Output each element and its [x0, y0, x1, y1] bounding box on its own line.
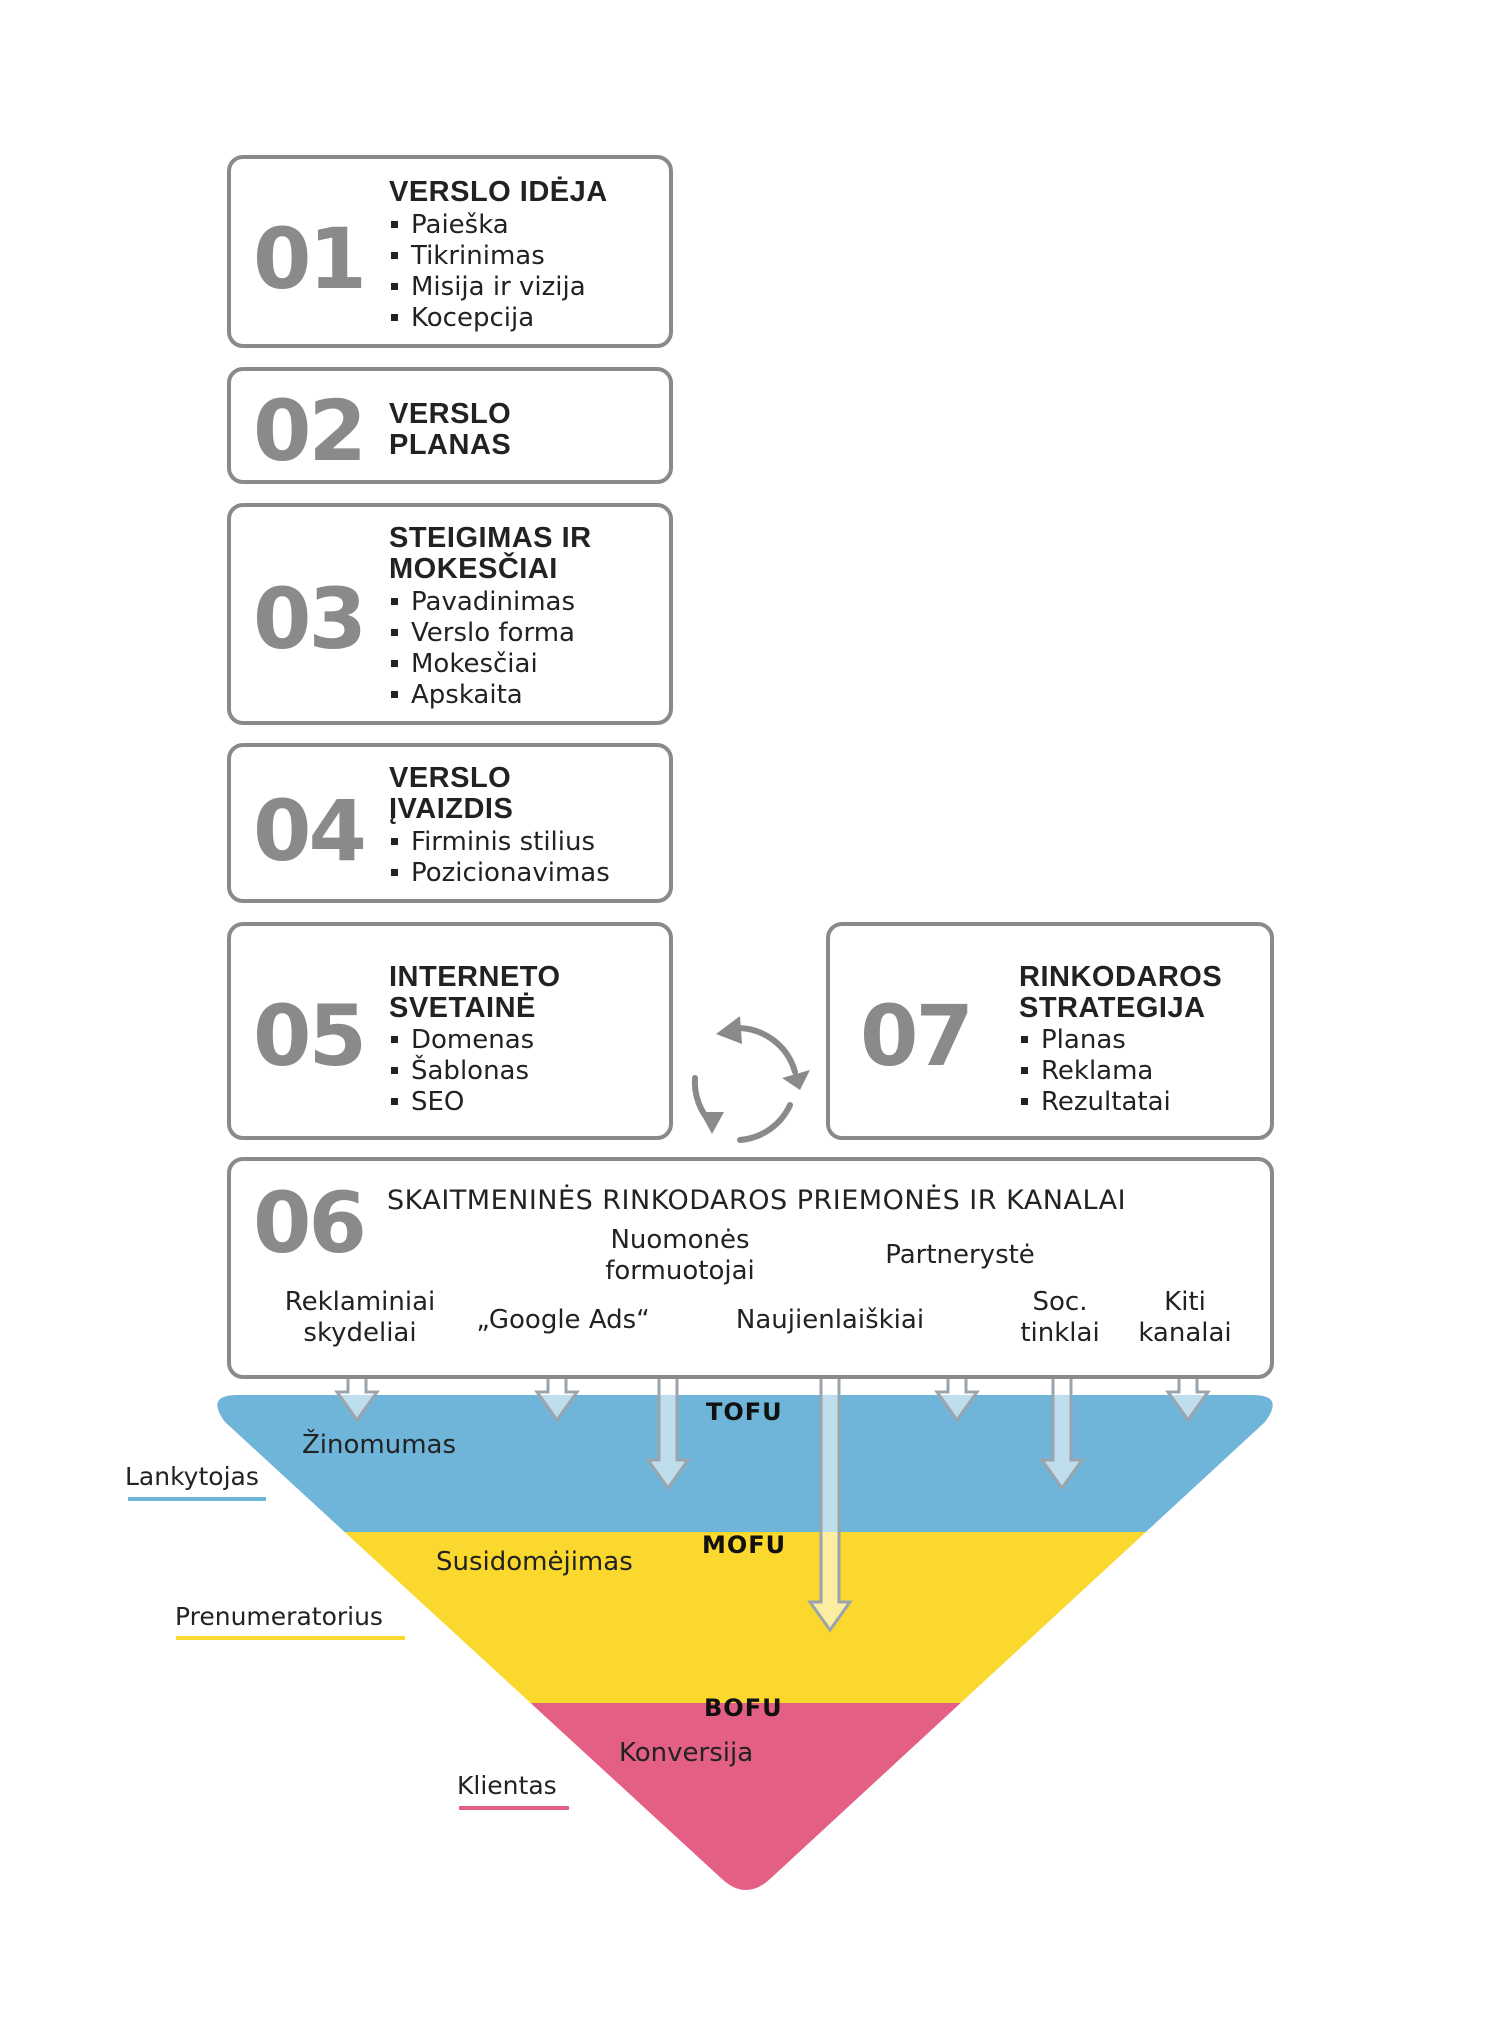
audience-label-client: Klientas	[457, 1771, 557, 1800]
step-number: 04	[253, 782, 367, 880]
step-title-line: RINKODAROS	[1019, 961, 1223, 993]
step-number: 02	[253, 382, 367, 480]
channel-label-line: skydeliai	[303, 1318, 417, 1348]
list-item: Apskaita	[389, 680, 575, 711]
step-title-line: INTERNETO	[389, 961, 561, 993]
audience-underline	[176, 1636, 405, 1640]
funnel-tag-tofu: TOFU	[706, 1398, 783, 1426]
channel-label-line: Kiti	[1164, 1287, 1206, 1317]
step-number: 03	[253, 570, 367, 668]
channel-label: Soc. tinklai	[1010, 1287, 1110, 1349]
step-box-04: 04 VERSLO ĮVAIZDIS Firminis stilius Pozi…	[227, 743, 673, 903]
list-item: Kocepcija	[389, 303, 586, 334]
step-items: Pavadinimas Verslo forma Mokesčiai Apska…	[389, 587, 575, 711]
channel-label: Reklaminiai skydeliai	[270, 1287, 450, 1349]
channels-title: SKAITMENINĖS RINKODAROS PRIEMONĖS IR KAN…	[387, 1185, 1127, 1216]
channel-label-line: „Google Ads“	[476, 1305, 650, 1335]
audience-underline	[128, 1497, 266, 1501]
step-items: Firminis stilius Pozicionavimas	[389, 827, 610, 889]
list-item: Misija ir vizija	[389, 272, 586, 303]
funnel-stage-label: Žinomumas	[302, 1430, 457, 1460]
list-item: Pozicionavimas	[389, 858, 610, 889]
channel-label-line: tinklai	[1020, 1318, 1100, 1348]
list-item: Tikrinimas	[389, 241, 586, 272]
down-arrow-icon	[807, 1342, 853, 1633]
step-number: 07	[860, 987, 974, 1085]
channel-label-line: Nuomonės	[610, 1225, 750, 1255]
step-number: 06	[253, 1174, 367, 1272]
list-item: Pavadinimas	[389, 587, 575, 618]
step-title-line: STRATEGIJA	[1019, 992, 1206, 1024]
channel-label-line: Soc.	[1032, 1287, 1088, 1317]
step-title-line: SVETAINĖ	[389, 992, 536, 1024]
channel-label-line: kanalai	[1138, 1318, 1232, 1348]
funnel-stage-label: Susidomėjimas	[436, 1547, 633, 1577]
step-number: 05	[253, 987, 367, 1085]
step-number: 01	[253, 210, 367, 308]
channel-label-line: formuotojai	[605, 1256, 755, 1286]
list-item: Verslo forma	[389, 618, 575, 649]
step-title-line: VERSLO IDĖJA	[389, 176, 608, 208]
funnel-tag-bofu: BOFU	[704, 1694, 783, 1722]
step-items: Domenas Šablonas SEO	[389, 1025, 534, 1118]
list-item: Šablonas	[389, 1056, 534, 1087]
step-title: STEIGIMAS IR MOKESČIAI	[389, 523, 592, 585]
list-item: Mokesčiai	[389, 649, 575, 680]
step-title-line: MOKESČIAI	[389, 553, 558, 585]
step-title-line: PLANAS	[389, 429, 512, 461]
list-item: Reklama	[1019, 1056, 1171, 1087]
channel-label: Partnerystė	[870, 1240, 1050, 1271]
list-item: Domenas	[389, 1025, 534, 1056]
channel-label: „Google Ads“	[458, 1305, 668, 1336]
step-title: VERSLO PLANAS	[389, 399, 511, 461]
funnel-stage-label: Konversija	[619, 1738, 754, 1768]
step-box-02: 02 VERSLO PLANAS	[227, 367, 673, 484]
channel-label: Kiti kanalai	[1130, 1287, 1240, 1349]
list-item: Firminis stilius	[389, 827, 610, 858]
step-box-05: 05 INTERNETO SVETAINĖ Domenas Šablonas S…	[227, 922, 673, 1140]
step-title: INTERNETO SVETAINĖ	[389, 962, 561, 1024]
step-title-line: ĮVAIZDIS	[389, 793, 514, 825]
step-box-07: 07 RINKODAROS STRATEGIJA Planas Reklama …	[826, 922, 1274, 1140]
funnel-tag-mofu: MOFU	[702, 1531, 787, 1559]
channel-label-line: Partnerystė	[885, 1240, 1035, 1270]
list-item: SEO	[389, 1087, 534, 1118]
channels-box-06: 06 SKAITMENINĖS RINKODAROS PRIEMONĖS IR …	[227, 1157, 1274, 1379]
channel-label-line: Reklaminiai	[284, 1287, 436, 1317]
channel-label-line: Naujienlaiškiai	[735, 1305, 925, 1335]
step-items: Paieška Tikrinimas Misija ir vizija Koce…	[389, 210, 586, 334]
audience-label-subscriber: Prenumeratorius	[175, 1602, 383, 1631]
audience-label-visitor: Lankytojas	[125, 1462, 259, 1491]
list-item: Planas	[1019, 1025, 1171, 1056]
step-title: RINKODAROS STRATEGIJA	[1019, 962, 1222, 1024]
step-title: VERSLO ĮVAIZDIS	[389, 763, 513, 825]
channel-label: Nuomonės formuotojai	[580, 1225, 780, 1287]
step-title-line: STEIGIMAS IR	[389, 522, 592, 554]
list-item: Rezultatai	[1019, 1087, 1171, 1118]
funnel-tofu-band	[217, 1395, 1273, 1532]
step-title: VERSLO IDĖJA	[389, 177, 608, 208]
step-box-01: 01 VERSLO IDĖJA Paieška Tikrinimas Misij…	[227, 155, 673, 348]
step-title-line: VERSLO	[389, 398, 512, 430]
channel-label: Naujienlaiškiai	[720, 1305, 940, 1336]
step-box-03: 03 STEIGIMAS IR MOKESČIAI Pavadinimas Ve…	[227, 503, 673, 725]
step-items: Planas Reklama Rezultatai	[1019, 1025, 1171, 1118]
audience-underline	[459, 1806, 569, 1810]
step-title-line: VERSLO	[389, 762, 512, 794]
list-item: Paieška	[389, 210, 586, 241]
